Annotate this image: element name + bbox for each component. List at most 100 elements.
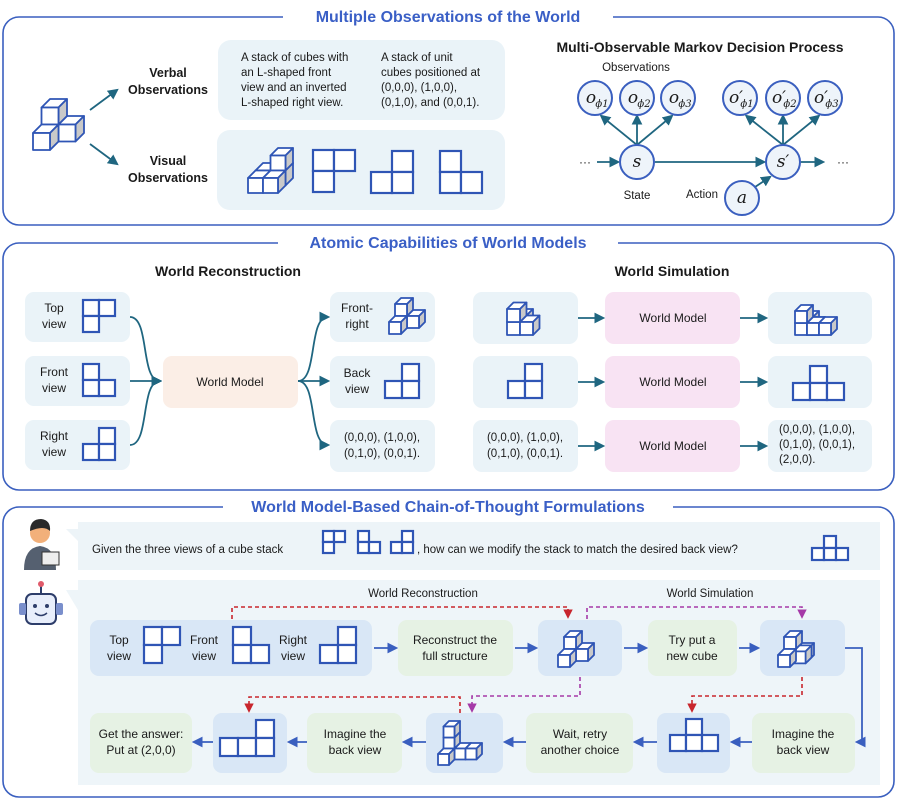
input-view-label: Right <box>40 429 69 443</box>
cube <box>506 301 528 323</box>
view-grid <box>231 625 271 665</box>
view-cell <box>791 381 812 402</box>
input-view-grid <box>81 362 117 398</box>
simulation-input-coordinates: (0,0,0), (1,0,0), <box>487 432 563 444</box>
view-cell <box>81 378 101 398</box>
visual-observations-label: Observations <box>128 171 208 185</box>
cube-front <box>506 308 521 323</box>
node-circle <box>724 180 760 216</box>
cube-front <box>506 321 521 336</box>
question-front-view <box>356 529 382 555</box>
view-cell <box>400 529 415 544</box>
cube <box>269 147 294 172</box>
view-cell <box>321 529 336 544</box>
back-view-label: Back <box>344 366 372 380</box>
model-to-output-arrow <box>297 311 331 382</box>
ellipsis-right: ··· <box>837 155 849 169</box>
reconstructed-structure <box>557 630 595 668</box>
next-observation-node: o′ϕ2 <box>765 80 801 116</box>
node-symbol: o <box>628 88 638 108</box>
view-cell <box>390 149 415 174</box>
ellipsis-left: ··· <box>579 155 591 169</box>
input-to-model-arrow <box>129 316 163 387</box>
cube <box>563 630 583 650</box>
robot-assistant-icon <box>19 581 63 625</box>
view-grid <box>318 625 358 665</box>
simulation-world-model-label: World Model <box>639 375 706 389</box>
simulation-connector <box>586 606 807 619</box>
view-cell <box>81 442 101 462</box>
cube-front <box>806 322 820 336</box>
cube <box>557 648 577 668</box>
view-cell <box>459 170 484 195</box>
capabilities-panel-title-bg <box>278 233 618 253</box>
cube-front <box>442 725 456 739</box>
question-box <box>78 522 880 570</box>
cube-front <box>464 747 478 761</box>
next-state-to-observation-arrow <box>744 114 784 146</box>
input-view-grid <box>81 298 117 334</box>
view-cell <box>810 546 826 562</box>
observations-label: Observations <box>602 62 670 74</box>
view-cell <box>332 529 347 544</box>
view-cell <box>356 540 371 555</box>
question-top-view <box>321 529 347 555</box>
cube-front <box>557 654 571 668</box>
visual-observations-label: Visual <box>150 154 187 168</box>
node-circle <box>765 80 801 116</box>
view-cell <box>684 717 704 737</box>
simulation-output-view <box>791 364 846 402</box>
cube-front <box>794 322 808 336</box>
cot-panel-title: World Model-Based Chain-of-Thought Formu… <box>251 499 645 516</box>
cube <box>32 123 60 151</box>
question-text-part1: Given the three views of a cube stack <box>92 544 283 556</box>
back-view-grid <box>383 362 421 400</box>
cube <box>464 742 483 761</box>
view-cell <box>389 540 404 555</box>
node-symbol: o′ <box>729 88 743 108</box>
coordinates-output-text: (0,0,0), (1,0,0), <box>344 432 420 444</box>
view-cell <box>97 426 117 446</box>
input-view-label: view <box>42 381 66 395</box>
view-cell <box>81 362 101 382</box>
try-cube-step-label: Try put a <box>669 633 716 647</box>
simulation-world-model-label: World Model <box>639 439 706 453</box>
node-circle <box>577 80 613 116</box>
simulation-input-coordinates: (0,1,0), (0,0,1). <box>487 448 563 460</box>
view-label: Right <box>279 633 308 647</box>
view-cell <box>336 643 358 665</box>
node-subscript: ϕ2 <box>637 99 650 110</box>
cube-front <box>247 177 264 194</box>
view-cell <box>684 733 704 753</box>
verbal-coordinates-text: (0,1,0), and (0,0,1). <box>381 97 479 109</box>
arrow-to-verbal <box>89 88 119 111</box>
view-label: view <box>192 649 216 663</box>
node-subscript: ϕ1 <box>740 99 753 110</box>
view-label: Front <box>190 633 219 647</box>
node-subscript: ϕ3 <box>678 99 691 110</box>
input-view-label: view <box>42 317 66 331</box>
view-label: Top <box>109 633 129 647</box>
view-cell <box>390 170 415 195</box>
simulation-output-3d <box>794 304 838 336</box>
view-cell <box>97 378 117 398</box>
cube <box>818 316 838 336</box>
cube-front <box>269 154 287 172</box>
back-view-label: view <box>345 382 369 396</box>
verbal-description-text: A stack of cubes with <box>241 52 348 64</box>
cube <box>388 315 408 335</box>
flow-arrow-down <box>845 647 866 748</box>
reconstruction-connector <box>244 696 461 713</box>
retry-step-box <box>526 713 633 773</box>
observations-panel-title-bg <box>283 7 613 27</box>
view-cell <box>822 534 838 550</box>
cube-front <box>57 123 77 143</box>
view-cell <box>249 643 271 665</box>
next-state-to-observation-arrow <box>782 114 821 146</box>
node-symbol: a <box>737 188 747 208</box>
cube <box>40 98 68 126</box>
verbal-description-text: an L-shaped front <box>241 67 332 79</box>
next-observation-node: o′ϕ3 <box>807 80 843 116</box>
view-cell <box>506 379 527 400</box>
